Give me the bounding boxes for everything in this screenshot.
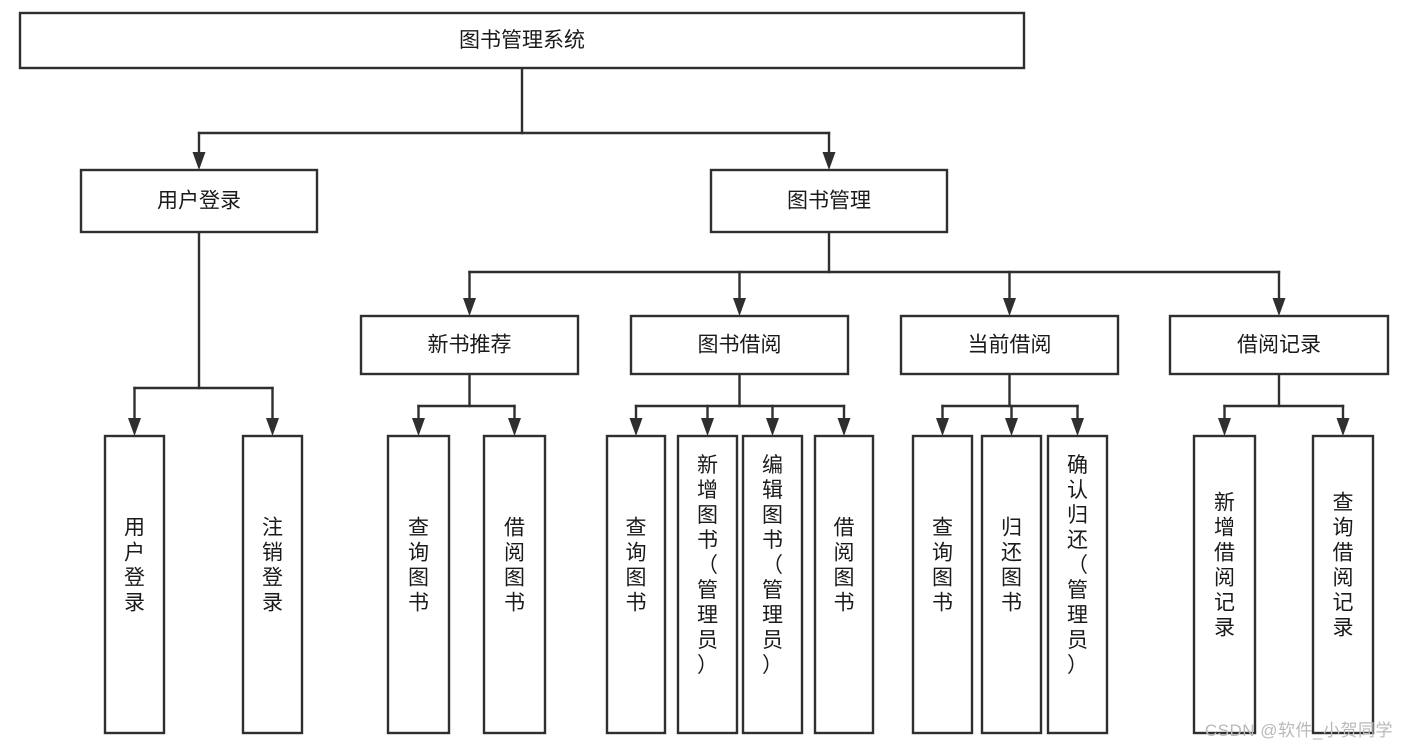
watermark-text: CSDN @软件_小贺同学 <box>1204 721 1393 740</box>
node-box[interactable] <box>605 434 667 735</box>
node-n_borrow[interactable]: 图书借阅 <box>629 314 850 376</box>
node-box[interactable] <box>1046 434 1109 735</box>
node-box[interactable] <box>386 434 451 735</box>
arrow-head-icon <box>508 418 521 436</box>
node-box[interactable] <box>103 434 166 735</box>
node-label: 查询借阅记录 <box>1333 492 1354 640</box>
node-n_current[interactable]: 当前借阅 <box>899 314 1120 376</box>
node-root[interactable]: 图书管理系统 <box>18 11 1026 70</box>
node-label: 图书借阅 <box>698 334 782 357</box>
arrow-head-icon <box>1003 298 1016 316</box>
node-box[interactable] <box>911 434 974 735</box>
node-label: 借阅记录 <box>1237 334 1321 357</box>
node-label: 查询图书 <box>408 517 429 615</box>
arrow-head-icon <box>701 418 714 436</box>
edge-group-n_new_books <box>412 372 521 436</box>
node-label: 图书管理系统 <box>459 29 585 52</box>
edge-group-n_current <box>936 372 1084 436</box>
node-label: 注销登录 <box>262 517 283 615</box>
node-l_add_record[interactable]: 新增借阅记录 <box>1192 434 1257 735</box>
node-box[interactable] <box>676 434 739 735</box>
node-l_logout[interactable]: 注销登录 <box>241 434 304 735</box>
node-box[interactable] <box>1192 434 1257 735</box>
node-l_user_login[interactable]: 用户登录 <box>103 434 166 735</box>
arrow-head-icon <box>837 418 851 436</box>
arrow-head-icon <box>1336 418 1350 436</box>
node-l_confirm_return[interactable]: 确认归还（管理员） <box>1046 434 1109 735</box>
node-box[interactable] <box>813 434 875 735</box>
node-l_query_book_a[interactable]: 查询图书 <box>386 434 451 735</box>
node-box[interactable] <box>18 11 1026 70</box>
node-label: 用户登录 <box>124 517 145 615</box>
node-label: 查询图书 <box>932 517 953 615</box>
node-n_records[interactable]: 借阅记录 <box>1168 314 1390 376</box>
arrow-head-icon <box>936 418 949 436</box>
arrow-head-icon <box>128 418 141 436</box>
arrow-head-icon <box>266 418 279 436</box>
node-box[interactable] <box>482 434 547 735</box>
arrow-head-icon <box>1071 418 1084 436</box>
node-box[interactable] <box>980 434 1043 735</box>
arrow-head-icon <box>1272 298 1286 316</box>
node-label: 确认归还（管理员） <box>1067 454 1088 677</box>
node-l_borrow_book_a[interactable]: 借阅图书 <box>482 434 547 735</box>
node-label: 新书推荐 <box>428 334 512 357</box>
node-box[interactable] <box>1311 434 1375 735</box>
node-box[interactable] <box>1168 314 1390 376</box>
arrow-head-icon <box>733 298 746 316</box>
arrow-head-icon <box>1218 418 1231 436</box>
node-label: 当前借阅 <box>968 334 1052 357</box>
arrow-head-icon <box>766 418 779 436</box>
node-box[interactable] <box>629 314 850 376</box>
node-n_user_login[interactable]: 用户登录 <box>79 168 319 234</box>
edge-group-root <box>192 66 836 170</box>
node-label: 借阅图书 <box>504 517 525 615</box>
arrow-head-icon <box>1005 418 1018 436</box>
node-l_add_book[interactable]: 新增图书（管理员） <box>676 434 739 735</box>
node-l_query_record[interactable]: 查询借阅记录 <box>1311 434 1375 735</box>
arrow-head-icon <box>192 152 206 170</box>
node-l_query_book_c[interactable]: 查询图书 <box>911 434 974 735</box>
edge-group-n_borrow <box>629 372 851 436</box>
node-label: 查询图书 <box>626 517 647 615</box>
arrow-head-icon <box>412 418 425 436</box>
node-box[interactable] <box>79 168 319 234</box>
arrow-head-icon <box>629 418 643 436</box>
node-l_edit_book[interactable]: 编辑图书（管理员） <box>741 434 804 735</box>
node-box[interactable] <box>709 168 949 234</box>
node-label: 编辑图书（管理员） <box>762 454 783 677</box>
node-l_return_book[interactable]: 归还图书 <box>980 434 1043 735</box>
node-box[interactable] <box>359 314 580 376</box>
node-label: 归还图书 <box>1001 517 1022 615</box>
node-n_book_mgmt[interactable]: 图书管理 <box>709 168 949 234</box>
node-label: 用户登录 <box>157 190 241 213</box>
node-label: 图书管理 <box>787 190 871 213</box>
edge-group-n_book_mgmt <box>463 230 1286 316</box>
node-l_query_book_b[interactable]: 查询图书 <box>605 434 667 735</box>
node-box[interactable] <box>241 434 304 735</box>
node-label: 借阅图书 <box>834 517 855 615</box>
node-l_borrow_book_b[interactable]: 借阅图书 <box>813 434 875 735</box>
node-box[interactable] <box>899 314 1120 376</box>
node-n_new_books[interactable]: 新书推荐 <box>359 314 580 376</box>
node-label: 新增借阅记录 <box>1214 492 1235 640</box>
node-box[interactable] <box>741 434 804 735</box>
node-label: 新增图书（管理员） <box>697 454 718 677</box>
edge-group-n_records <box>1218 372 1350 436</box>
arrow-head-icon <box>822 152 836 170</box>
edge-group-n_user_login <box>128 230 279 436</box>
arrow-head-icon <box>463 298 476 316</box>
